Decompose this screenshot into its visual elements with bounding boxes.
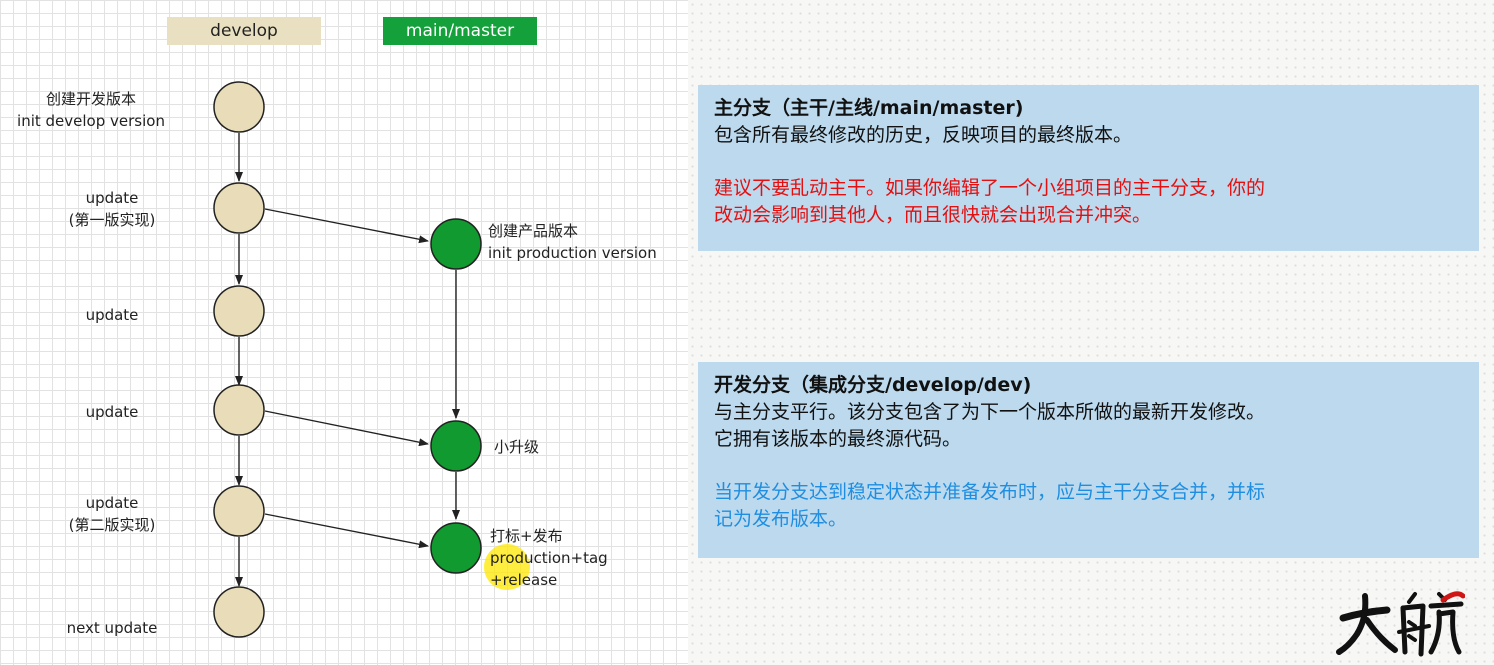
merge-arrow-1 — [264, 208, 429, 244]
develop-label-1-line1: 创建开发版本 — [45, 90, 136, 108]
master-node-3 — [430, 522, 482, 574]
develop-branch-description-line2: 它拥有该版本的最终源代码。 — [714, 428, 962, 450]
develop-node-2 — [213, 182, 265, 234]
develop-node-4 — [213, 384, 265, 436]
develop-branch-note: 当开发分支达到稳定状态并准备发布时，应与主干分支合并，并标 记为发布版本。 — [714, 479, 1463, 533]
dahang-logo — [1336, 591, 1465, 657]
master-node-1 — [430, 218, 482, 270]
git-flow-diagram — [213, 81, 482, 638]
main-branch-title: 主分支（主干/主线/main/master) — [714, 97, 1024, 119]
cursor-highlight — [484, 544, 530, 590]
develop-label-2-line1: update — [85, 189, 139, 207]
master-label-2: 小升级 — [494, 438, 540, 456]
master-label-1: 创建产品版本 init production version — [488, 220, 657, 264]
master-label-3: 打标+发布 production+tag +release — [490, 525, 608, 591]
develop-label-1: 创建开发版本 init develop version — [0, 88, 182, 132]
master-node-2 — [430, 420, 482, 472]
develop-node-3 — [213, 285, 265, 337]
develop-label-6: next update — [66, 619, 158, 637]
main-branch-warning-line1: 建议不要乱动主干。如果你编辑了一个小组项目的主干分支，你的 — [714, 177, 1266, 199]
develop-label-1-line2: init develop version — [17, 112, 165, 130]
develop-label-2: update (第一版实现) — [22, 187, 202, 231]
main-branch-box: 主分支（主干/主线/main/master) 包含所有最终修改的历史，反映项目的… — [698, 85, 1479, 251]
develop-branch-note-line2: 记为发布版本。 — [714, 508, 848, 530]
develop-label-5-line1: update — [85, 494, 139, 512]
master-label-3-line2: production+tag — [490, 549, 608, 567]
develop-branch-box: 开发分支（集成分支/develop/dev) 与主分支平行。该分支包含了为下一个… — [698, 362, 1479, 558]
master-label-1-line1: 创建产品版本 — [488, 222, 579, 240]
diagram-panel — [0, 0, 688, 665]
master-header: main/master — [383, 17, 537, 45]
develop-header: develop — [167, 17, 321, 45]
develop-node-6 — [213, 586, 265, 638]
develop-label-4: update — [85, 403, 139, 421]
develop-node-5 — [213, 485, 265, 537]
develop-label-3: update — [85, 306, 139, 324]
develop-node-1 — [213, 81, 265, 133]
develop-branch-description: 与主分支平行。该分支包含了为下一个版本所做的最新开发修改。 它拥有该版本的最终源… — [714, 399, 1463, 453]
develop-label-5: update (第二版实现) — [22, 492, 202, 536]
master-label-3-line3: +release — [490, 571, 558, 589]
merge-arrow-3 — [264, 513, 429, 549]
develop-branch-note-line1: 当开发分支达到稳定状态并准备发布时，应与主干分支合并，并标 — [714, 481, 1266, 503]
main-branch-warning-line2: 改动会影响到其他人，而且很快就会出现合并冲突。 — [714, 204, 1152, 226]
main-branch-description: 包含所有最终修改的历史，反映项目的最终版本。 — [714, 124, 1133, 146]
develop-label-2-line2: (第一版实现) — [68, 211, 156, 229]
master-label-3-line1: 打标+发布 — [490, 527, 563, 545]
develop-branch-description-line1: 与主分支平行。该分支包含了为下一个版本所做的最新开发修改。 — [714, 401, 1266, 423]
develop-branch-title: 开发分支（集成分支/develop/dev) — [714, 374, 1032, 396]
develop-label-5-line2: (第二版实现) — [68, 516, 156, 534]
merge-arrow-2 — [264, 410, 429, 447]
main-branch-warning: 建议不要乱动主干。如果你编辑了一个小组项目的主干分支，你的 改动会影响到其他人，… — [714, 175, 1463, 229]
master-label-1-line2: init production version — [488, 244, 657, 262]
